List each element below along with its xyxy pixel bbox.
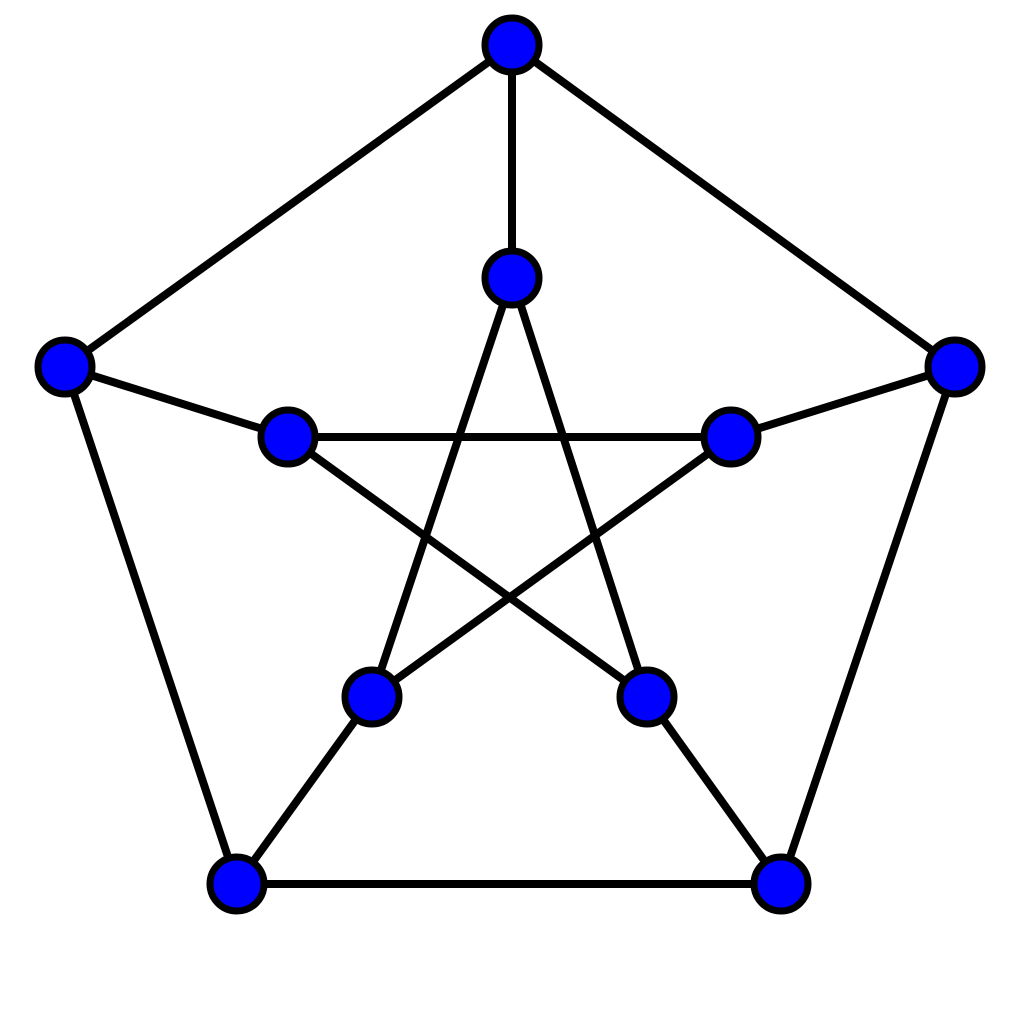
edge-o1-o2	[777, 365, 959, 886]
edge-o4-i4	[63, 363, 290, 441]
node-i1	[700, 406, 762, 468]
edge-i2-i4	[285, 433, 650, 701]
edge-i1-i3	[369, 433, 734, 701]
edge-o3-i3	[233, 694, 376, 887]
edge-i0-i2	[508, 276, 651, 699]
node-i3	[341, 666, 403, 728]
node-o4	[34, 336, 96, 398]
node-i4	[257, 406, 319, 468]
edge-o4-o0	[62, 41, 515, 371]
node-o1	[924, 336, 986, 398]
node-o2	[750, 853, 812, 915]
node-o0	[481, 14, 543, 76]
edge-o3-o4	[61, 365, 241, 886]
edge-i3-i0	[368, 276, 516, 699]
edge-o1-i1	[729, 363, 957, 441]
node-o3	[206, 853, 268, 915]
edge-o2-i2	[643, 694, 785, 887]
edges-layer	[61, 41, 959, 888]
edge-o0-o1	[509, 41, 958, 371]
nodes-layer	[34, 14, 986, 915]
node-i0	[481, 247, 543, 309]
node-i2	[616, 666, 678, 728]
